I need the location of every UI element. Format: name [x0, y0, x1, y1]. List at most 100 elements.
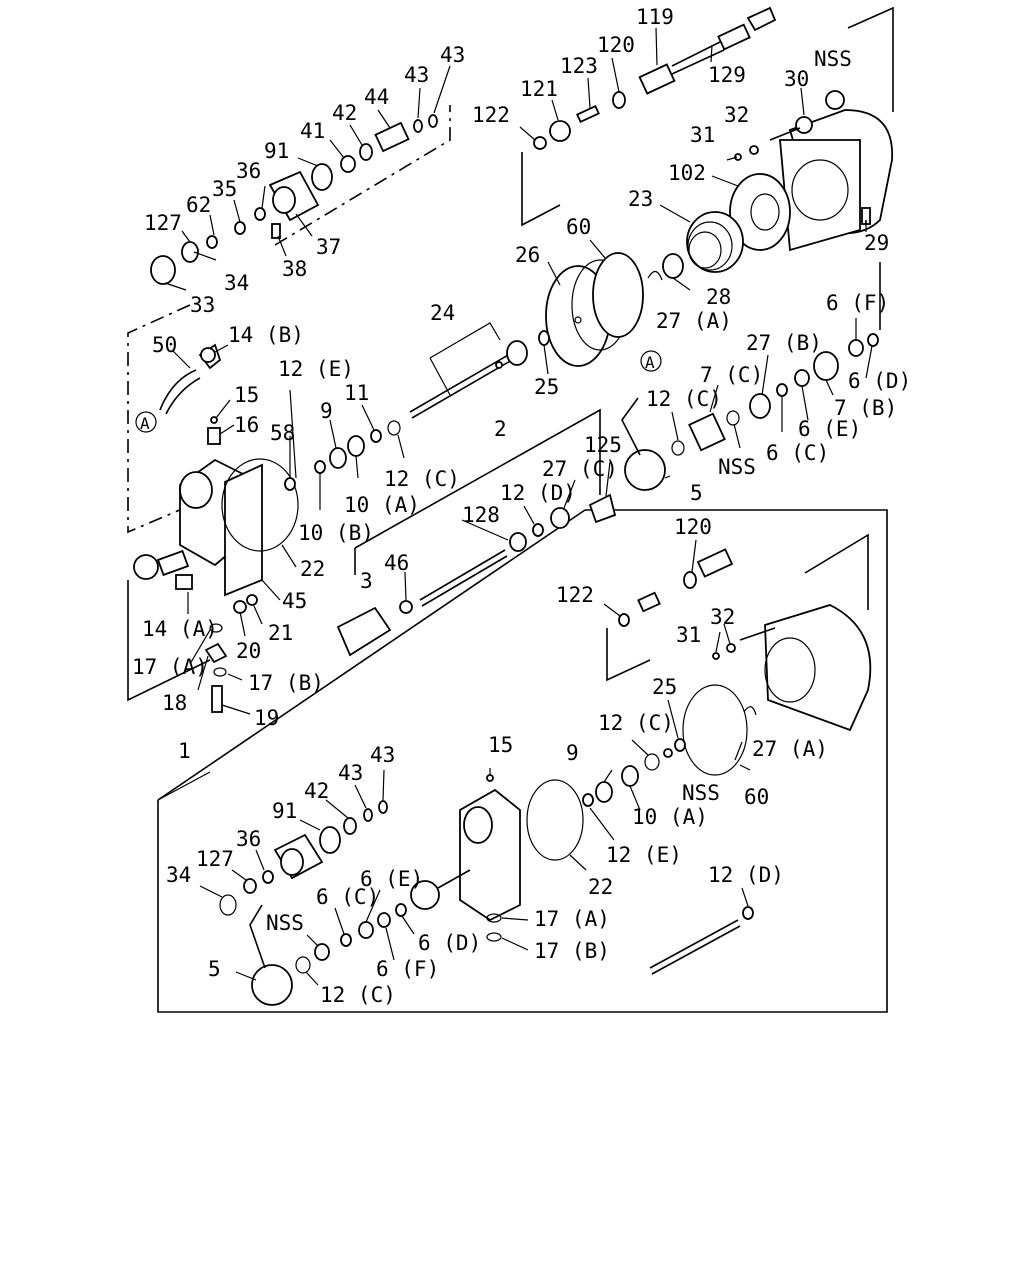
- label-9-low: 9: [566, 741, 579, 765]
- label-12e-top: 12 (E): [278, 357, 354, 381]
- label-34-low: 34: [166, 863, 191, 887]
- label-123: 123: [560, 54, 598, 78]
- label-circle-a-left: A: [140, 414, 150, 433]
- label-42-top: 42: [332, 101, 357, 125]
- label-128: 128: [462, 503, 500, 527]
- label-17a-top: 17 (A): [132, 655, 208, 679]
- label-30: 30: [784, 67, 809, 91]
- label-20: 20: [236, 639, 261, 663]
- label-46: 46: [384, 551, 409, 575]
- boundary-lines: [127, 6, 894, 1013]
- label-31-low: 31: [676, 623, 701, 647]
- label-nss-mid: NSS: [718, 455, 756, 479]
- label-10a-top: 10 (A): [344, 493, 420, 517]
- label-43-b: 43: [404, 63, 429, 87]
- label-21: 21: [268, 621, 293, 645]
- label-12d-low: 12 (D): [708, 863, 784, 887]
- label-12c-a: 12 (C): [384, 467, 460, 491]
- label-12c-c: 12 (C): [598, 711, 674, 735]
- label-122-top: 122: [472, 103, 510, 127]
- label-27b: 27 (B): [746, 331, 822, 355]
- label-127-top: 127: [144, 211, 182, 235]
- label-3: 3: [360, 569, 373, 593]
- label-43-c: 43: [370, 743, 395, 767]
- label-34-top: 34: [224, 271, 249, 295]
- label-6d-low: 6 (D): [418, 931, 481, 955]
- upper-assembly: [150, 6, 893, 419]
- label-17b-low: 17 (B): [534, 939, 610, 963]
- label-6c-low: 6 (C): [316, 885, 379, 909]
- label-33: 33: [190, 293, 215, 317]
- label-10a-low: 10 (A): [632, 805, 708, 829]
- label-6c-top: 6 (C): [766, 441, 829, 465]
- label-35: 35: [212, 177, 237, 201]
- label-36-top: 36: [236, 159, 261, 183]
- label-44: 44: [364, 85, 389, 109]
- label-43-a: 43: [440, 43, 465, 67]
- label-18: 18: [162, 691, 187, 715]
- label-43-d: 43: [338, 761, 363, 785]
- label-6f-top: 6 (F): [826, 291, 889, 315]
- label-32-top: 32: [724, 103, 749, 127]
- label-50: 50: [152, 333, 177, 357]
- label-14a: 14 (A): [142, 617, 218, 641]
- label-12c-b: 12 (C): [646, 387, 722, 411]
- label-6e-top: 6 (E): [798, 417, 861, 441]
- label-120-low: 120: [674, 515, 712, 539]
- label-5-low: 5: [208, 957, 221, 981]
- label-122-low: 122: [556, 583, 594, 607]
- label-nss-low2: NSS: [266, 911, 304, 935]
- label-9-top: 9: [320, 399, 333, 423]
- label-17b-top: 17 (B): [248, 671, 324, 695]
- label-121: 121: [520, 77, 558, 101]
- label-6e-low: 6 (E): [360, 867, 423, 891]
- label-circle-a-mid: A: [645, 353, 655, 372]
- label-23: 23: [628, 187, 653, 211]
- label-24: 24: [430, 301, 455, 325]
- label-1: 1: [178, 739, 191, 763]
- label-12e-low: 12 (E): [606, 843, 682, 867]
- label-25-low: 25: [652, 675, 677, 699]
- label-28: 28: [706, 285, 731, 309]
- label-7c: 7 (C): [700, 363, 763, 387]
- label-58: 58: [270, 421, 295, 445]
- label-32-low: 32: [710, 605, 735, 629]
- label-41: 41: [300, 119, 325, 143]
- part-labels: 119 120 123 129 121 122 NSS 30 31 32 102…: [132, 5, 911, 1007]
- label-12c-d: 12 (C): [320, 983, 396, 1007]
- label-22-low: 22: [588, 875, 613, 899]
- label-125: 125: [584, 433, 622, 457]
- label-37: 37: [316, 235, 341, 259]
- middle-assembly: [133, 333, 879, 713]
- label-19: 19: [254, 706, 279, 730]
- label-7b: 7 (B): [834, 396, 897, 420]
- label-nss-low: NSS: [682, 781, 720, 805]
- label-2: 2: [494, 417, 507, 441]
- label-25-top: 25: [534, 375, 559, 399]
- label-6f-low: 6 (F): [376, 957, 439, 981]
- label-17a-low: 17 (A): [534, 907, 610, 931]
- label-5-top: 5: [690, 481, 703, 505]
- label-31-top: 31: [690, 123, 715, 147]
- label-27a-top: 27 (A): [656, 309, 732, 333]
- leader-lines: [157, 27, 873, 986]
- label-11: 11: [344, 381, 369, 405]
- label-10b: 10 (B): [298, 521, 374, 545]
- label-102: 102: [668, 161, 706, 185]
- label-27c: 27 (C): [542, 457, 618, 481]
- label-60-low: 60: [744, 785, 769, 809]
- label-27a-low: 27 (A): [752, 737, 828, 761]
- label-15-top: 15: [234, 383, 259, 407]
- label-14b: 14 (B): [228, 323, 304, 347]
- label-62: 62: [186, 193, 211, 217]
- label-129: 129: [708, 63, 746, 87]
- label-127-low: 127: [196, 847, 234, 871]
- lower-kit: [219, 548, 872, 1006]
- label-91-top: 91: [264, 139, 289, 163]
- label-38: 38: [282, 257, 307, 281]
- label-12d-top: 12 (D): [500, 481, 576, 505]
- label-120-top: 120: [597, 33, 635, 57]
- label-22-top: 22: [300, 557, 325, 581]
- label-29: 29: [864, 231, 889, 255]
